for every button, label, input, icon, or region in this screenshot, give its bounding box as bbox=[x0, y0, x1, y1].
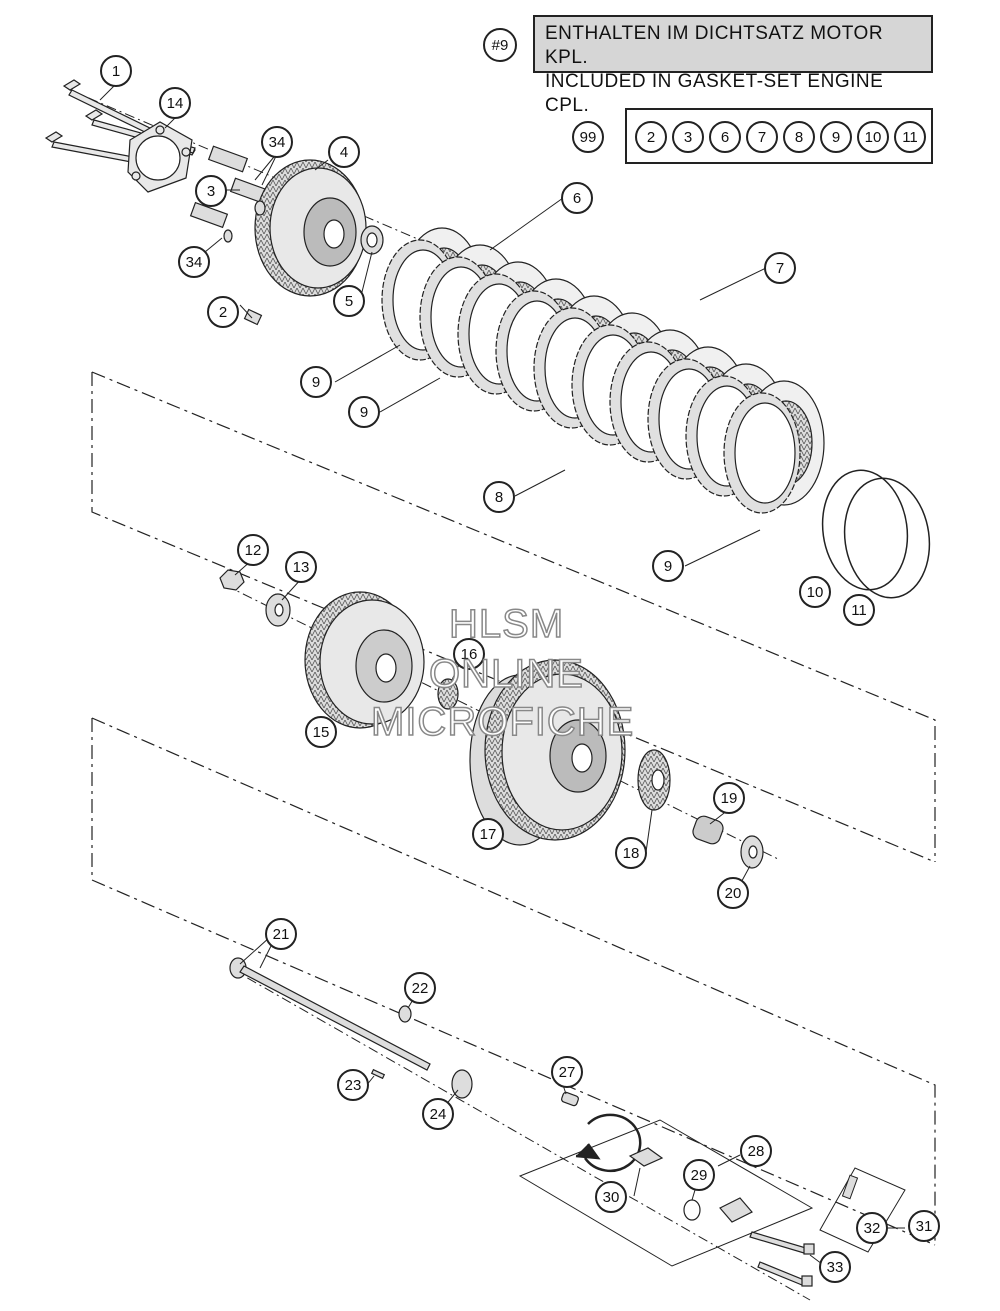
callout-item: 3 bbox=[195, 175, 227, 207]
callout-item: 34 bbox=[261, 126, 293, 158]
kit-item: 9 bbox=[820, 121, 852, 153]
nut-and-washer-items-12-13 bbox=[219, 569, 291, 627]
bearing-item-5 bbox=[360, 225, 384, 255]
callout-item: 16 bbox=[453, 638, 485, 670]
callout-item: 24 bbox=[422, 1098, 454, 1130]
kit-label: 99 bbox=[572, 121, 604, 153]
callout-item: 5 bbox=[333, 285, 365, 317]
kit-item: 3 bbox=[672, 121, 704, 153]
rotation-arrow bbox=[575, 1113, 642, 1173]
push-rod-item-21 bbox=[229, 957, 431, 1071]
kit-item: 6 bbox=[709, 121, 741, 153]
callout-item: 6 bbox=[561, 182, 593, 214]
gear-item-18 bbox=[637, 749, 671, 811]
watermark-line-3: MICROFICHE bbox=[370, 699, 635, 745]
callout-item: 32 bbox=[856, 1212, 888, 1244]
needle-sleeve-item-16 bbox=[437, 678, 459, 710]
callout-item: 31 bbox=[908, 1210, 940, 1242]
kit-frame-item-28 bbox=[518, 1119, 814, 1267]
callout-item: 30 bbox=[595, 1181, 627, 1213]
inner-hub-item-15 bbox=[304, 591, 425, 729]
kit-item: 10 bbox=[857, 121, 889, 153]
small-parts-items-22-23-24 bbox=[370, 1005, 473, 1099]
callout-item: 7 bbox=[764, 252, 796, 284]
callout-item: 11 bbox=[843, 594, 875, 626]
kit-item: 8 bbox=[783, 121, 815, 153]
callout-item: 9 bbox=[652, 550, 684, 582]
needle-bearing-item-19 bbox=[692, 815, 724, 845]
note-line-de: ENTHALTEN IM DICHTSATZ MOTOR KPL. bbox=[545, 23, 884, 68]
small-parts-items-2-34 bbox=[223, 200, 266, 326]
callout-item: 4 bbox=[328, 136, 360, 168]
callout-item: 33 bbox=[819, 1251, 851, 1283]
callout-item: 18 bbox=[615, 837, 647, 869]
note-box: ENTHALTEN IM DICHTSATZ MOTOR KPL. INCLUD… bbox=[533, 15, 933, 116]
kit-frame-item-31 bbox=[819, 1167, 906, 1253]
wire-rings-items-10-11 bbox=[821, 469, 931, 599]
callout-item: 34 bbox=[178, 246, 210, 278]
clutch-disc bbox=[723, 380, 825, 514]
callout-item: 28 bbox=[740, 1135, 772, 1167]
callout-item: 13 bbox=[285, 551, 317, 583]
callout-item: 12 bbox=[237, 534, 269, 566]
callout-item: 9 bbox=[348, 396, 380, 428]
callout-item: 15 bbox=[305, 716, 337, 748]
outer-basket-item-17 bbox=[469, 659, 626, 846]
pressure-plate-item-4 bbox=[254, 159, 367, 297]
kit-item: 2 bbox=[635, 121, 667, 153]
callout-item: 8 bbox=[483, 481, 515, 513]
callout-item: 1 bbox=[100, 55, 132, 87]
springs-item-3 bbox=[189, 145, 271, 229]
bolts-item-33 bbox=[749, 1231, 815, 1287]
callout-item: 29 bbox=[683, 1159, 715, 1191]
kit-item: 11 bbox=[894, 121, 926, 153]
callout-item: 2 bbox=[207, 296, 239, 328]
watermark-line-2: ONLINE bbox=[428, 651, 584, 697]
callout-item: 23 bbox=[337, 1069, 369, 1101]
washer-item-20 bbox=[740, 835, 764, 869]
callout-item: 10 bbox=[799, 576, 831, 608]
kit-item: 7 bbox=[746, 121, 778, 153]
callout-item: 14 bbox=[159, 87, 191, 119]
release-shaft-items-29-30 bbox=[628, 1147, 753, 1223]
note-badge: #9 bbox=[483, 28, 517, 62]
callout-item: 19 bbox=[713, 782, 745, 814]
note-line-en: INCLUDED IN GASKET-SET ENGINE CPL. bbox=[545, 71, 884, 116]
kit-contents-box: 2 3 6 7 8 9 10 11 bbox=[625, 108, 933, 164]
callout-item: 17 bbox=[472, 818, 504, 850]
callout-item: 20 bbox=[717, 877, 749, 909]
callout-item: 21 bbox=[265, 918, 297, 950]
dash-dot-frame-upper bbox=[91, 371, 936, 863]
clutch-disc-stack bbox=[381, 227, 825, 514]
callout-item: 9 bbox=[300, 366, 332, 398]
callout-item: 27 bbox=[551, 1056, 583, 1088]
callout-item: 22 bbox=[404, 972, 436, 1004]
watermark-line-1: HLSM bbox=[448, 601, 565, 647]
dash-dot-frame-lower bbox=[91, 717, 936, 1246]
pin-item-27 bbox=[561, 1091, 579, 1107]
cover-plate-item-14 bbox=[127, 121, 193, 193]
